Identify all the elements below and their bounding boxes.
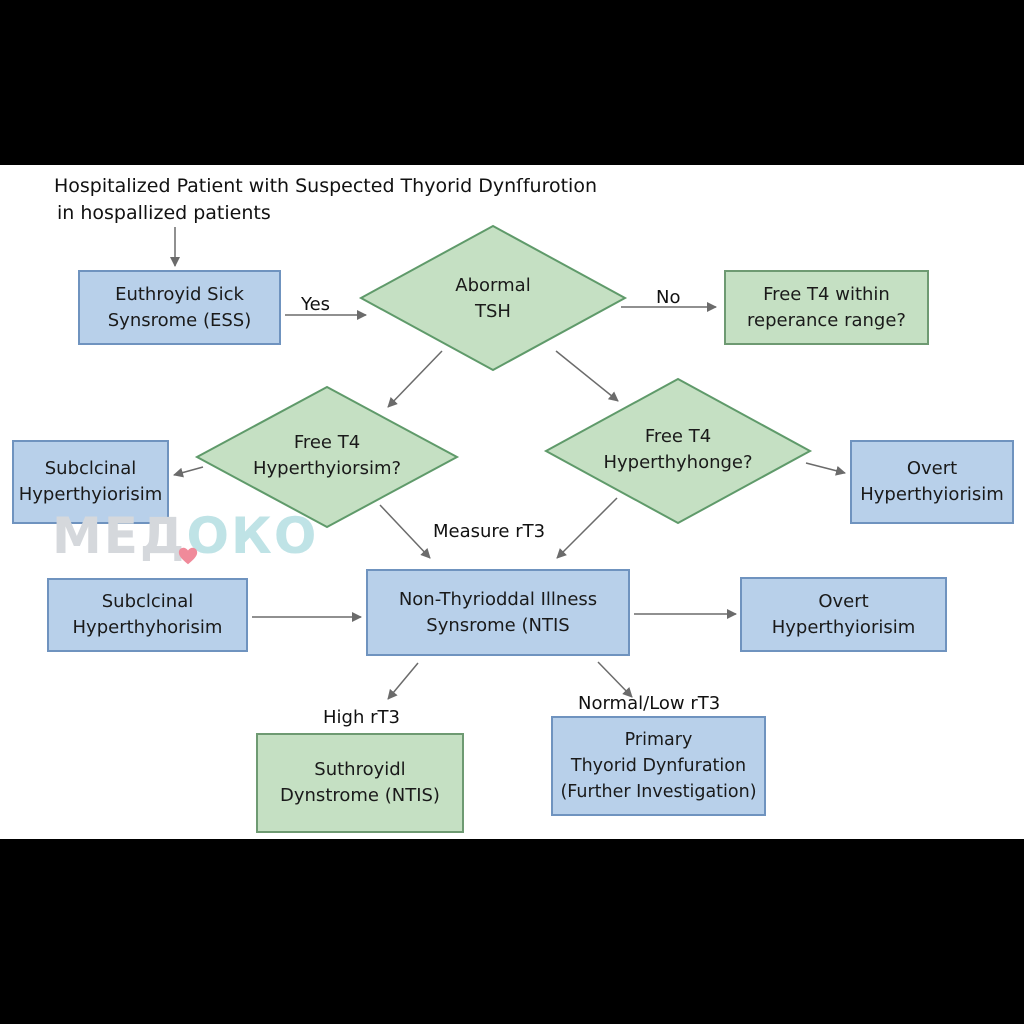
free-t4-left-text: Free T4 Hyperthyiorsim? [252, 432, 402, 479]
free-t4-left-diamond [194, 385, 460, 529]
abnormal-tsh-diamond [358, 224, 628, 372]
arrow-ntis-to-suthroyidl [387, 662, 419, 700]
primary-text: Primary Thyorid Dynfuration (Further Inv… [560, 730, 757, 802]
arrow-ntis-to-primary [597, 661, 633, 698]
ntis-text: Non-Thyrioddal Illness Synsrome (NTIS [398, 588, 598, 636]
subclinical-mid-text: Subclcinal Hyperthyhorisim [72, 591, 223, 638]
arrow-right-diamond-to-overt [805, 462, 846, 476]
diagram-subtitle: in hospallized patients [57, 202, 271, 224]
free-t4-range-text: Free T4 within reperance range? [746, 283, 906, 331]
primary-box: Primary Thyorid Dynfuration (Further Inv… [551, 716, 766, 816]
subclinical-top-text: Subclcinal Hyperthyiorisim [18, 458, 163, 505]
subclinical-top-box: Subclcinal Hyperthyiorisim [12, 440, 169, 524]
subclinical-mid-box: Subclcinal Hyperthyhorisim [47, 578, 248, 652]
normal-low-rt3-label: Normal/Low rT3 [578, 693, 721, 714]
overt-mid-box: Overt Hyperthyiorisim [740, 577, 947, 652]
free-t4-right-diamond [543, 377, 813, 525]
watermark-part2: ОКО [186, 507, 319, 565]
suthroyidl-text: Suthroyidl Dynstrome (NTIS) [280, 759, 440, 806]
high-rt3-label: High rT3 [323, 707, 400, 728]
watermark-part1: МЕД [52, 507, 187, 565]
ess-box: Euthroyid Sick Synsrome (ESS) [78, 270, 281, 345]
free-t4-range-box: Free T4 within reperance range? [724, 270, 929, 345]
arrow-left-diamond-to-subclinical [173, 466, 204, 478]
arrow-tsh-to-right-diamond [555, 350, 619, 402]
overt-top-box: Overt Hyperthyiorisim [850, 440, 1014, 524]
arrow-right-diamond-to-ntis [556, 497, 618, 559]
yes-label: Yes [301, 294, 331, 315]
overt-mid-text: Overt Hyperthyiorisim [771, 590, 916, 638]
flowchart-panel: Hospitalized Patient with Suspected Thyo… [0, 165, 1024, 839]
watermark: МЕДОКО [52, 507, 318, 565]
connectors [170, 224, 846, 700]
arrow-tsh-to-left-diamond [387, 350, 443, 408]
overt-top-text: Overt Hyperthyiorisim [860, 458, 1004, 505]
ess-box-text: Euthroyid Sick Synsrome (ESS) [107, 283, 252, 331]
diagram-title: Hospitalized Patient with Suspected Thyo… [54, 175, 598, 197]
abnormal-tsh-text: Abormal TSH [455, 275, 531, 322]
measure-rt3-label: Measure rT3 [433, 521, 546, 542]
no-label: No [656, 287, 681, 308]
arrow-left-diamond-to-ntis [379, 504, 431, 559]
ntis-box: Non-Thyrioddal Illness Synsrome (NTIS [366, 569, 630, 656]
heart-icon [178, 547, 198, 565]
suthroyidl-box: Suthroyidl Dynstrome (NTIS) [256, 733, 464, 833]
free-t4-right-text: Free T4 Hyperthyhonge? [603, 426, 753, 473]
